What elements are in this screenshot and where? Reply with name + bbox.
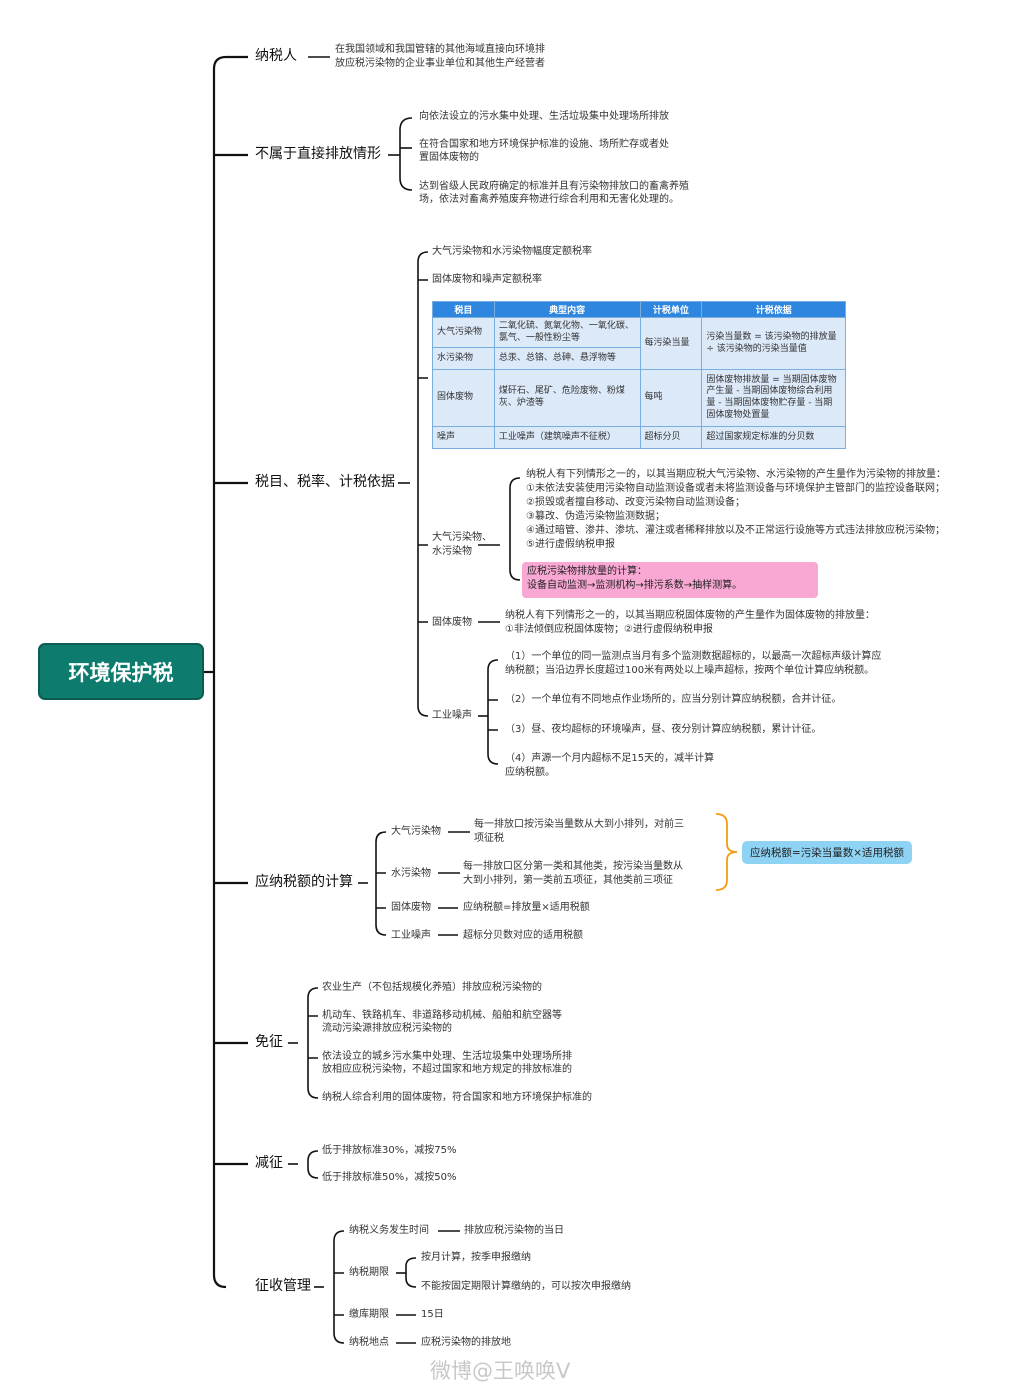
table-cell: 每吨 [639, 369, 703, 427]
table-row: 大气污染物 二氧化硫、氮氧化物、一氧化碳、氯气、一般性粉尘等 每污染当量 污染当… [432, 317, 846, 370]
air-water-case-2: ②损毁或者擅自移动、改变污染物自动监测设备； [526, 497, 745, 508]
air-water-label-1: 大气污染物、 [432, 532, 492, 543]
table-row: 固体废物 煤矸石、尾矿、危险废物、粉煤灰、炉渣等 每吨 固体废物排放量 = 当期… [432, 369, 846, 427]
calc-air-label: 大气污染物 [391, 826, 441, 837]
exempt-item-2b: 流动污染源排放应税污染物的 [322, 1023, 452, 1034]
table-header-row: 税目 典型内容 计税单位 计税依据 [432, 301, 846, 318]
tax-formula-box: 应纳税额=污染当量数×适用税额 [742, 841, 912, 864]
table-header: 计税单位 [639, 301, 703, 318]
rate-solid-noise: 固体废物和噪声定额税率 [432, 274, 542, 285]
table-cell: 固体废物 [432, 369, 495, 427]
node-reduce: 减征 [255, 1155, 283, 1171]
air-water-case-5: ⑤进行虚假纳税申报 [526, 539, 615, 550]
noise-item-3: （3）昼、夜均超标的环境噪声，昼、夜分别计算应纳税额，累计计征。 [505, 724, 822, 735]
table-cell: 每污染当量 [639, 317, 703, 370]
table-row: 噪声 工业噪声（建筑噪声不征税） 超标分贝 超过国家规定标准的分贝数 [432, 426, 846, 449]
solid-line-2: ①非法倾倒应税固体废物；②进行虚假纳税申报 [505, 624, 713, 635]
calc-water-label: 水污染物 [391, 868, 431, 879]
node-admin: 征收管理 [255, 1278, 311, 1294]
node-exempt: 免征 [255, 1034, 283, 1050]
tax-table: 税目 典型内容 计税单位 计税依据 大气污染物 二氧化硫、氮氧化物、一氧化碳、氯… [432, 301, 846, 449]
reduce-item-2: 低于排放标准50%，减按50% [322, 1172, 457, 1183]
not-direct-item-3b: 场，依法对畜禽养殖废弃物进行综合利用和无害化处理的。 [419, 194, 679, 205]
table-cell: 噪声 [432, 426, 495, 449]
calc-solid-desc: 应纳税额=排放量×适用税额 [463, 902, 590, 913]
not-direct-item-2b: 置固体废物的 [419, 152, 479, 163]
calc-air-desc-1: 每一排放口按污染当量数从大到小排列，对前三 [474, 819, 684, 830]
table-cell: 固体废物排放量 = 当期固体废物产生量 - 当期固体废物综合利用量 - 当期固体… [701, 369, 846, 427]
exempt-item-3a: 依法设立的城乡污水集中处理、生活垃圾集中处理场所排 [322, 1051, 572, 1062]
exempt-item-1: 农业生产（不包括规模化养殖）排放应税污染物的 [322, 982, 542, 993]
admin-place-value: 应税污染物的排放地 [421, 1337, 511, 1348]
not-direct-item-2a: 在符合国家和地方环境保护标准的设施、场所贮存或者处 [419, 139, 669, 150]
table-cell: 水污染物 [432, 347, 495, 370]
not-direct-item-1: 向依法设立的污水集中处理、生活垃圾集中处理场所排放 [419, 111, 669, 122]
solid-line-1: 纳税人有下列情形之一的，以其当期应税固体废物的产生量作为固体废物的排放量： [505, 610, 875, 621]
not-direct-item-3a: 达到省级人民政府确定的标准并且有污染物排放口的畜禽养殖 [419, 181, 689, 192]
node-tax-items: 税目、税率、计税依据 [255, 474, 395, 490]
reduce-item-1: 低于排放标准30%，减按75% [322, 1145, 457, 1156]
table-cell: 大气污染物 [432, 317, 495, 348]
admin-period-value-2: 不能按固定期限计算缴纳的，可以按次申报缴纳 [421, 1281, 631, 1292]
admin-place-label: 纳税地点 [349, 1337, 389, 1348]
root-node: 环境保护税 [38, 643, 204, 700]
noise-item-1a: （1）一个单位的同一监测点当月有多个监测数据超标的，以最高一次超标声级计算应 [505, 651, 882, 662]
table-cell: 二氧化硫、氮氧化物、一氧化碳、氯气、一般性粉尘等 [493, 317, 641, 348]
node-not-direct: 不属于直接排放情形 [255, 146, 381, 162]
table-cell: 工业噪声（建筑噪声不征税） [493, 426, 641, 449]
calc-water-desc-1: 每一排放口区分第一类和其他类，按污染当量数从 [463, 861, 683, 872]
air-water-label-2: 水污染物 [432, 546, 472, 557]
table-cell: 超标分贝 [639, 426, 703, 449]
admin-deadline-value: 15日 [421, 1309, 444, 1320]
calc-noise-desc: 超标分贝数对应的适用税额 [463, 930, 583, 941]
noise-item-4a: （4）声源一个月内超标不足15天的，减半计算 [505, 753, 715, 764]
table-cell: 煤矸石、尾矿、危险废物、粉煤灰、炉渣等 [493, 369, 641, 427]
emission-calc-title: 应税污染物排放量的计算： [527, 566, 647, 577]
admin-deadline-label: 缴库期限 [349, 1309, 389, 1320]
exempt-item-4: 纳税人综合利用的固体废物，符合国家和地方环境保护标准的 [322, 1092, 592, 1103]
watermark: 微博@王唤唤V [430, 1359, 571, 1383]
table-header: 典型内容 [493, 301, 641, 318]
admin-time-label: 纳税义务发生时间 [349, 1225, 429, 1236]
node-calc: 应纳税额的计算 [255, 874, 353, 890]
noise-item-4b: 应纳税额。 [505, 767, 555, 778]
exempt-item-2a: 机动车、铁路机车、非道路移动机械、船舶和航空器等 [322, 1010, 562, 1021]
admin-time-value: 排放应税污染物的当日 [464, 1225, 564, 1236]
admin-period-value-1: 按月计算，按季申报缴纳 [421, 1252, 531, 1263]
table-cell: 超过国家规定标准的分贝数 [701, 426, 846, 449]
calc-air-desc-2: 项征税 [474, 833, 504, 844]
table-cell: 污染当量数 = 该污染物的排放量 ÷ 该污染物的污染当量值 [701, 317, 846, 370]
calc-solid-label: 固体废物 [391, 902, 431, 913]
rate-air-water: 大气污染物和水污染物幅度定额税率 [432, 246, 592, 257]
emission-calc-steps: 设备自动监测→监测机构→排污系数→抽样测算。 [527, 579, 743, 591]
taxpayer-desc-1: 在我国领域和我国管辖的其他海域直接向环境排 [335, 44, 545, 55]
solid-label: 固体废物 [432, 617, 472, 628]
table-header: 计税依据 [701, 301, 846, 318]
emission-calc-box: 应税污染物排放量的计算： 设备自动监测→监测机构→排污系数→抽样测算。 [522, 562, 818, 598]
air-water-intro: 纳税人有下列情形之一的，以其当期应税大气污染物、水污染物的产生量作为污染物的排放… [526, 469, 946, 480]
admin-period-label: 纳税期限 [349, 1267, 389, 1278]
air-water-case-3: ③篡改、伪造污染物监测数据； [526, 511, 665, 522]
taxpayer-desc-2: 放应税污染物的企业事业单位和其他生产经营者 [335, 58, 545, 69]
calc-water-desc-2: 大到小排列，第一类前五项征，其他类前三项征 [463, 875, 673, 886]
table-row: 水污染物 总汞、总铬、总砷、悬浮物等 [432, 347, 846, 370]
node-taxpayer: 纳税人 [255, 48, 297, 64]
table-header: 税目 [432, 301, 495, 318]
noise-item-2: （2）一个单位有不同地点作业场所的，应当分别计算应纳税额，合并计征。 [505, 694, 842, 705]
calc-noise-label: 工业噪声 [391, 930, 431, 941]
noise-item-1b: 纳税额；当沿边界长度超过100米有两处以上噪声超标，按两个单位计算应纳税额。 [505, 665, 875, 676]
table-cell: 总汞、总铬、总砷、悬浮物等 [493, 347, 641, 370]
air-water-case-1: ①未依法安装使用污染物自动监测设备或者未将监测设备与环境保护主管部门的监控设备联… [526, 483, 945, 494]
air-water-case-4: ④通过暗管、渗井、渗坑、灌注或者稀释排放以及不正常运行设施等方式违法排放应税污染… [526, 525, 945, 536]
noise-label: 工业噪声 [432, 710, 472, 721]
exempt-item-3b: 放相应应税污染物，不超过国家和地方规定的排放标准的 [322, 1064, 572, 1075]
